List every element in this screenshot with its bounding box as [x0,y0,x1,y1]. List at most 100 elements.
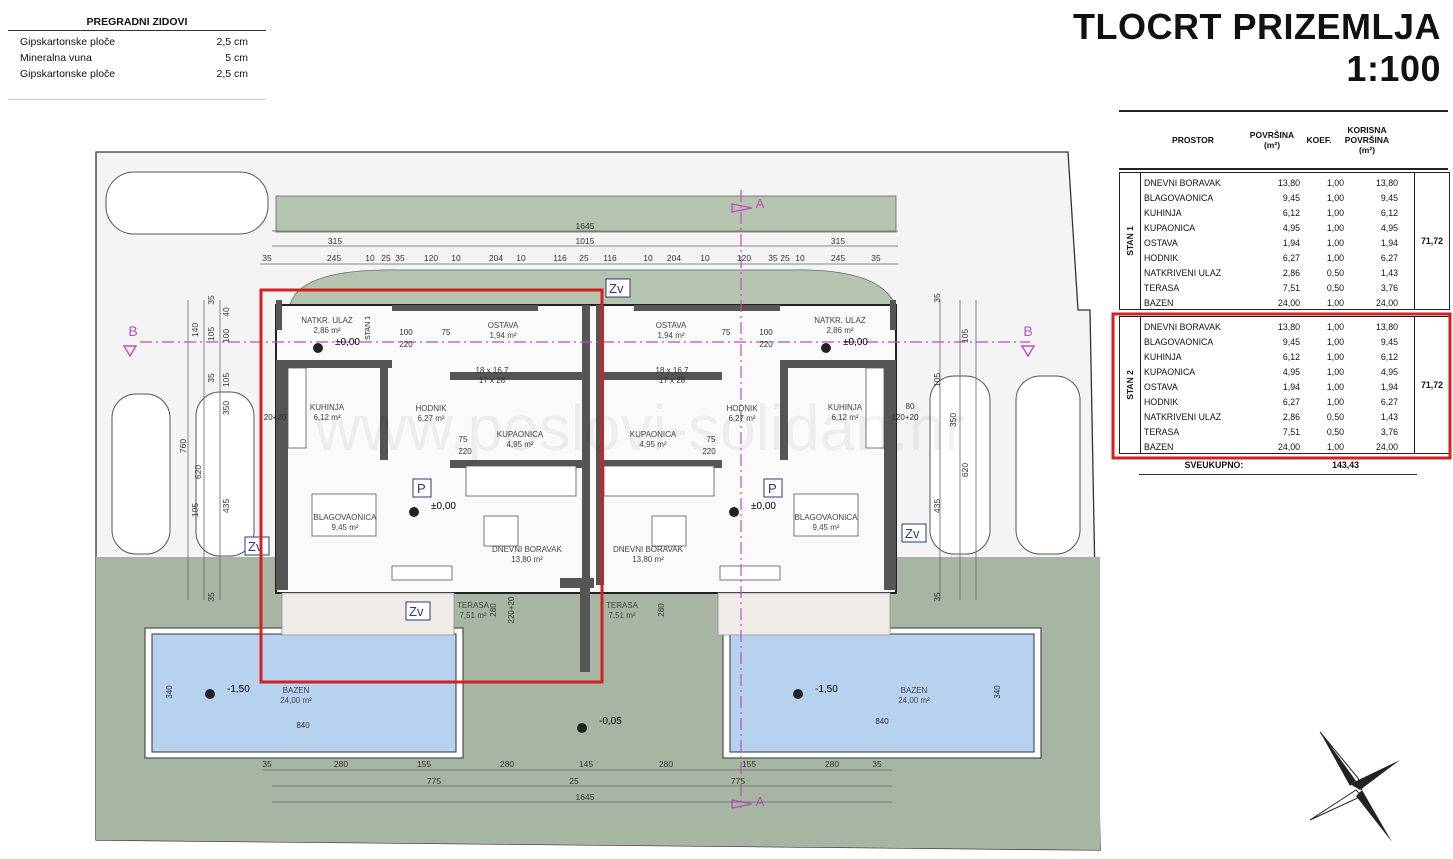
dim-75-right: 75 [722,328,731,337]
plan-scale: 1:100 [1346,48,1441,89]
table-row: DNEVNI BORAVAK 13,80 1,00 13,80 [1142,319,1404,334]
zv-box-right [901,523,927,543]
table-row: BLAGOVAONICA 9,45 1,00 9,45 [1142,334,1404,349]
dim-top-2-1: 1015 [576,236,595,246]
section-a-top: A [756,196,765,211]
room-area-left: 24,00 m² [280,696,312,705]
level-symbol-entry-left [313,343,323,353]
row-coef: 1,00 [1326,351,1344,362]
dim-total-bottom: 1645 [576,792,595,802]
dim-840-pool-right: 840 [875,717,889,726]
dim-side-6: 105 [221,373,231,387]
row-usable: 9,45 [1380,192,1398,203]
dim-20-20: 20+20 [264,413,287,422]
level-living-right: ±0,00 [751,501,776,512]
room-area-right: 7,51 m² [608,611,635,620]
dim-side-1: 140 [190,323,200,337]
grand-total-label: SVEUKUPNO: [1184,460,1244,470]
row-coef: 1,00 [1326,252,1344,263]
parking-box-right [763,478,783,498]
unit-rows: DNEVNI BORAVAK 13,80 1,00 13,80 BLAGOVAO… [1142,319,1404,454]
table-row: NATKRIVENI ULAZ 2,86 0,50 1,43 [1142,265,1404,280]
car-left-1 [111,393,171,555]
row-coef: 0,50 [1326,411,1344,422]
row-usable: 24,00 [1375,441,1398,452]
row-usable: 6,27 [1380,396,1398,407]
dim-bottom-2-2: 775 [731,776,745,786]
dim-side-9: 620 [193,465,203,479]
room-name-right: BAZEN [901,686,928,695]
row-area: 4,95 [1282,222,1300,233]
level-symbol-pool-left [205,689,215,699]
dim-top-3-8: 10 [516,253,526,263]
dining-table-right [793,493,859,537]
table-row: HODNIK 6,27 1,00 6,27 [1142,250,1404,265]
wall-layer-thickness: 2,5 cm [216,68,248,80]
row-usable: 6,12 [1380,351,1398,362]
room-area-right: 9,45 m² [812,523,839,532]
room-area-left: 13,80 m² [511,555,543,564]
header-room: PROSTOR [1172,135,1214,145]
dim-side-right-5: 620 [960,463,970,477]
dim-100-left: 100 [399,328,413,337]
row-area: 13,80 [1277,321,1300,332]
dim-side-right-3: 350 [948,413,958,427]
area-table: PROSTOR POVRŠINA (m²) KOEF. KORISNA POVR… [1119,110,1450,475]
dim-top-3-15: 120 [737,253,751,263]
highlight-unit-table [1111,312,1452,460]
dim-top-3-7: 204 [489,253,503,263]
table-row: BAZEN 24,00 1,00 24,00 [1142,295,1404,310]
row-room: HODNIK [1144,252,1179,263]
row-area: 2,86 [1282,267,1300,278]
room-area-right: 24,00 m² [898,696,930,705]
dim-220-bath-right: 220 [702,447,716,456]
top-dimensions: 1645 315 1015 315 [328,221,845,246]
watermark: www.poslovi-solidan.hr [314,392,966,464]
room-area-left: 4,95 m² [506,440,533,449]
coffee-table-left [483,515,519,547]
row-area: 6,27 [1282,252,1300,263]
level-entry-right: ±0,00 [843,337,868,348]
level-symbol-pool-right [793,689,803,699]
wall-layer-name: Mineralna vuna [20,52,92,64]
row-coef: 0,50 [1326,282,1344,293]
row-coef: 1,00 [1326,381,1344,392]
plan-title: TLOCRT PRIZEMLJA 1:100 [1073,6,1441,90]
row-area: 2,86 [1282,411,1300,422]
room-area-left: 9,45 m² [331,523,358,532]
level-yard: -0,05 [599,716,622,727]
wall-layer-thickness: 5 cm [225,52,248,64]
row-room: NATKRIVENI ULAZ [1144,411,1222,422]
table-row: TERASA 7,51 0,50 3,76 [1142,280,1404,295]
room-name-right: DNEVNI BORAVAK [613,545,684,554]
dim-120-20: 120+20 [892,413,919,422]
room-name-left: HODNIK [415,404,447,413]
dim-top-3-2: 10 [365,253,375,263]
row-area: 7,51 [1282,426,1300,437]
partition-walls-layers: Gipskartonske ploče 2,5 cm Mineralna vuna 5… [8,34,266,82]
row-area: 6,12 [1282,207,1300,218]
room-name-right: KUPAONICA [630,430,677,439]
dim-bottom-1-3: 280 [500,759,514,769]
stair-size-left: 18 x 16,7 [476,366,509,375]
dim-top-3-3: 25 [381,253,391,263]
wall-layer-name: Gipskartonske ploče [20,68,116,80]
table-row: TERASA 7,51 0,50 3,76 [1142,424,1404,439]
plan-title-name: TLOCRT PRIZEMLJA [1073,6,1441,47]
room-name-left: BAZEN [283,686,310,695]
row-coef: 1,00 [1326,396,1344,407]
row-area: 7,51 [1282,282,1300,293]
section-a-top-marker [731,203,753,213]
row-room: NATKRIVENI ULAZ [1144,267,1222,278]
room-area-right: 6,27 m² [728,414,755,423]
row-coef: 1,00 [1326,177,1344,188]
table-row: OSTAVA 1,94 1,00 1,94 [1142,235,1404,250]
row-usable: 4,95 [1380,222,1398,233]
car-right-2 [1015,375,1081,555]
dim-bottom-1-4: 145 [579,759,593,769]
row-area: 13,80 [1277,177,1300,188]
table-row: HODNIK 6,27 1,00 6,27 [1142,394,1404,409]
table-row: DNEVNI BORAVAK 13,80 1,00 13,80 [1142,175,1404,190]
